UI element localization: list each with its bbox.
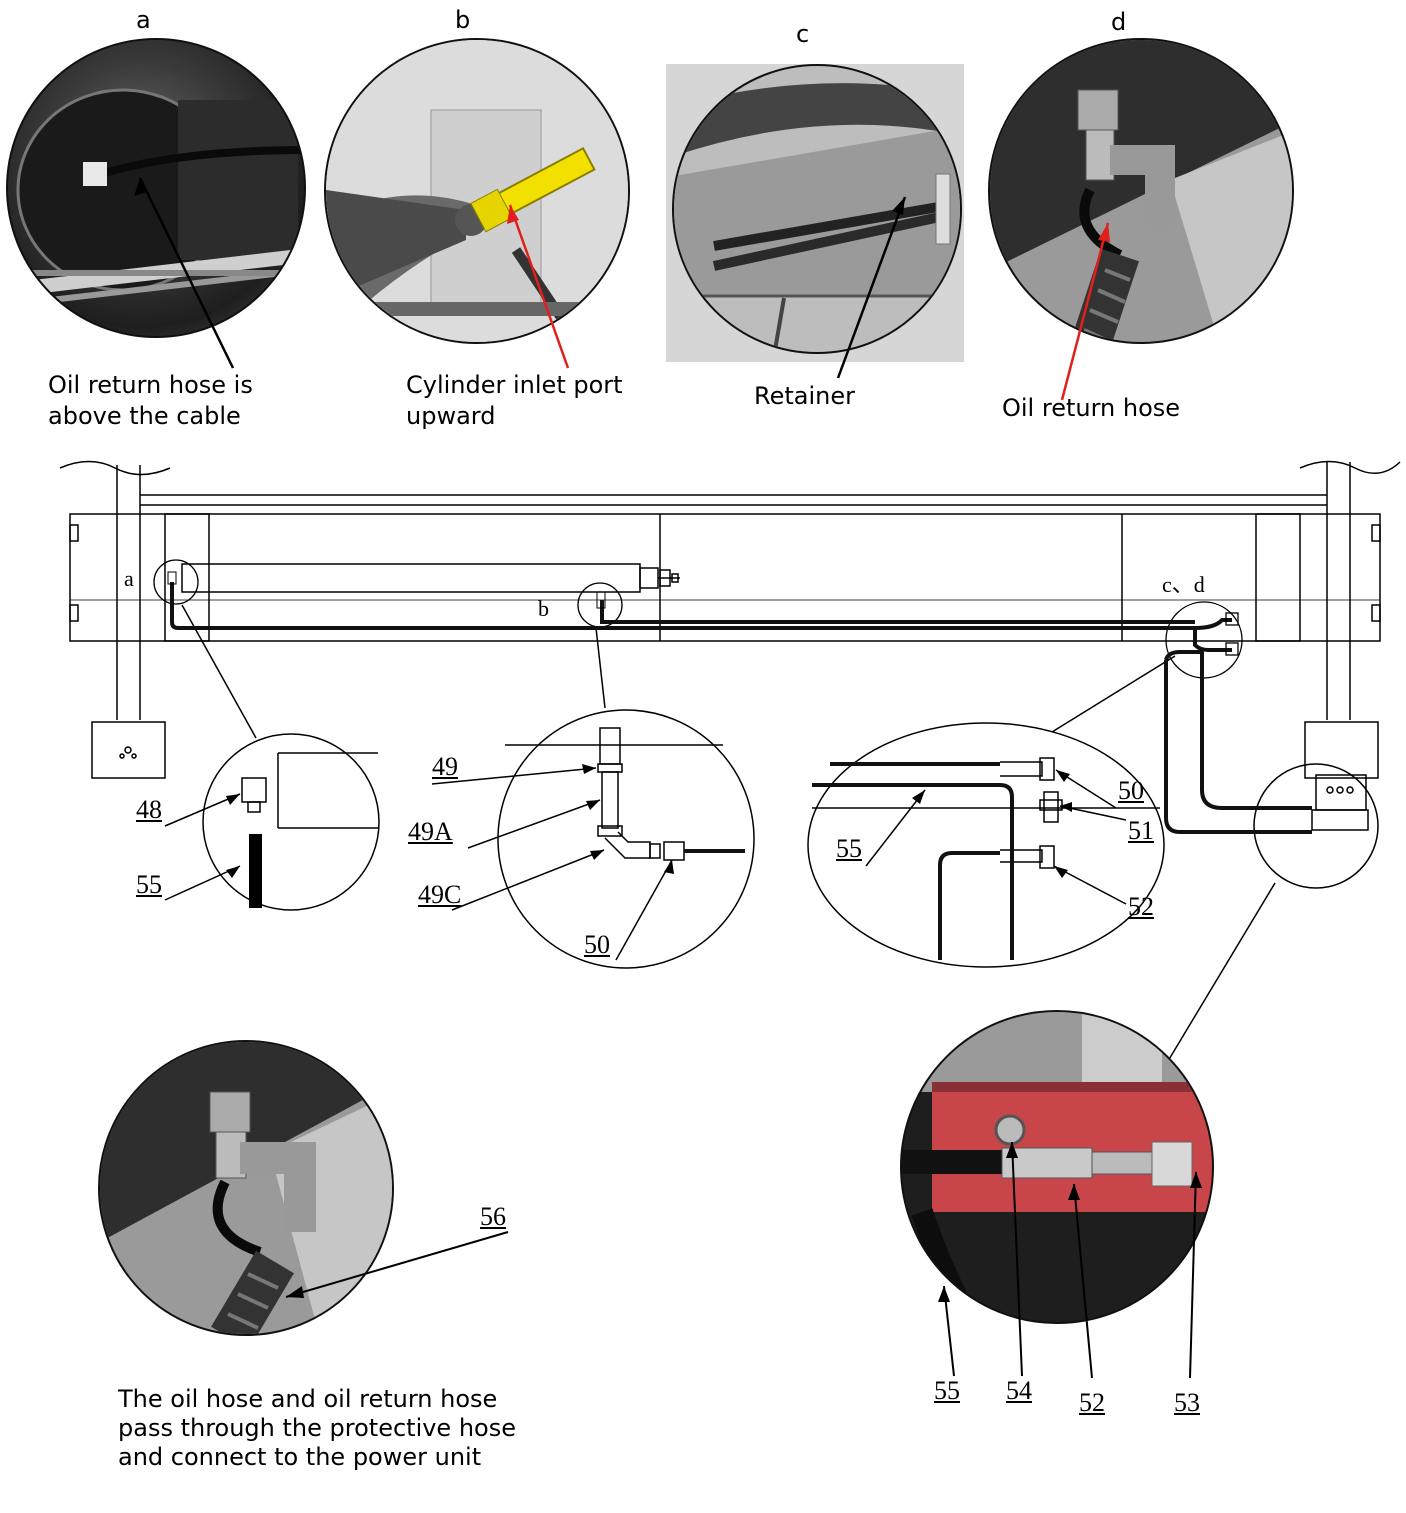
photo-protective-hose <box>98 1040 394 1336</box>
part-number-55-photo: 55 <box>934 1376 960 1405</box>
part-number-52-photo: 52 <box>1079 1388 1105 1417</box>
part-number-55-right: 55 <box>836 834 862 863</box>
photo-power-unit-fittings <box>900 1010 1214 1324</box>
photo-b-illustration <box>326 40 628 342</box>
part-number-48: 48 <box>136 795 162 824</box>
part-number-54: 54 <box>1006 1376 1032 1405</box>
part-number-49C: 49C <box>418 880 462 909</box>
caption-a-line1: Oil return hose is <box>48 371 253 399</box>
label-d-top: d <box>1111 8 1127 36</box>
photo-power-unit-illustration <box>902 1012 1212 1322</box>
part-number-51: 51 <box>1128 816 1154 845</box>
part-number-50-mid: 50 <box>584 930 610 959</box>
label-b-top: b <box>455 6 471 34</box>
photo-a-cable <box>6 38 306 338</box>
photo-c-illustration <box>674 83 960 352</box>
photo-arrows <box>134 177 1110 401</box>
part-number-49: 49 <box>432 752 458 781</box>
label-a-top: a <box>136 6 151 34</box>
photo-c-retainer <box>672 64 962 354</box>
part-number-50-right: 50 <box>1118 776 1144 805</box>
label-c-top: c <box>796 20 810 48</box>
caption-d: Oil return hose <box>1002 394 1181 422</box>
photo-b-cylinder-port <box>324 38 630 344</box>
caption-b-line2: upward <box>406 402 496 430</box>
part-number-52-right: 52 <box>1128 892 1154 921</box>
part-number-49A: 49A <box>408 817 453 846</box>
part-number-56: 56 <box>480 1202 506 1231</box>
caption-bottom: The oil hose and oil return hose pass th… <box>118 1385 516 1471</box>
caption-b-line1: Cylinder inlet port <box>406 371 623 399</box>
diagram-label-a: a <box>124 566 134 591</box>
photo-a-illustration <box>8 88 304 308</box>
part-number-55-left: 55 <box>136 870 162 899</box>
caption-a-line2: above the cable <box>48 402 241 430</box>
part-number-53: 53 <box>1174 1388 1200 1417</box>
diagram-label-cd: c、d <box>1162 572 1205 597</box>
diagram-label-b: b <box>538 596 549 621</box>
caption-c: Retainer <box>754 382 855 410</box>
